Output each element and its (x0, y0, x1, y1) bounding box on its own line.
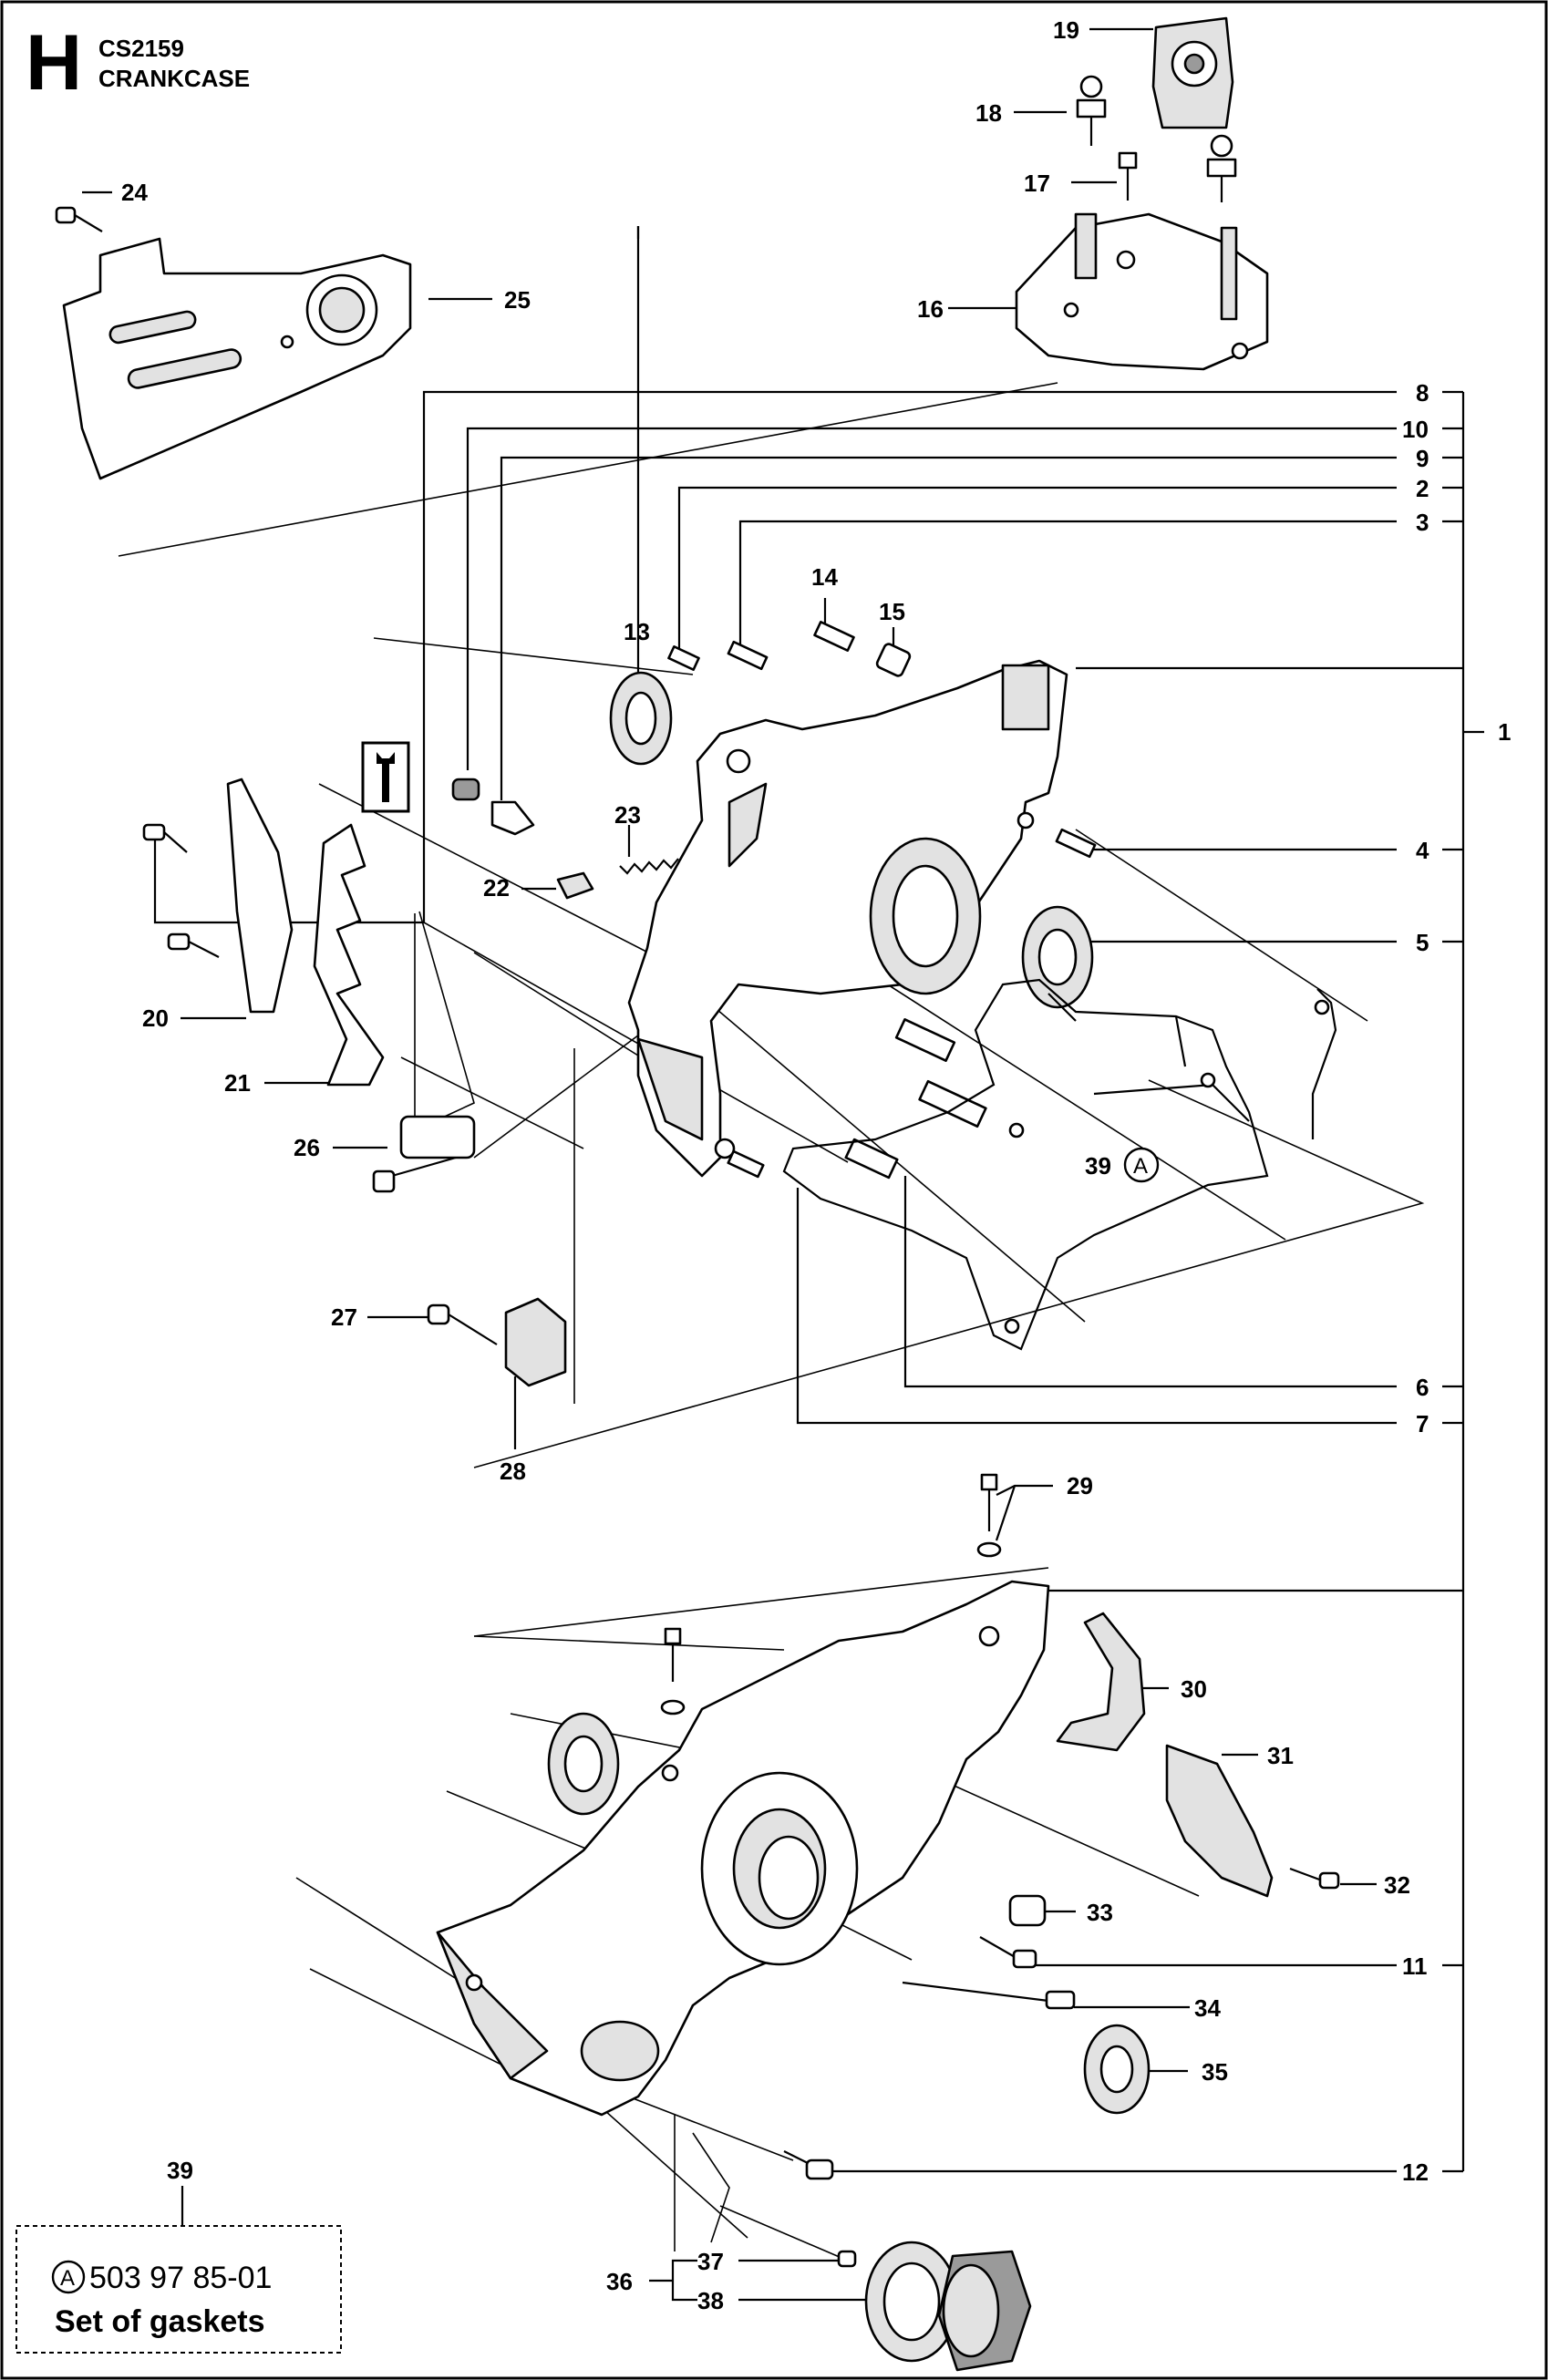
part-6-7-pins (727, 1018, 987, 1180)
callout-16: 16 (917, 295, 944, 323)
callout-10: 10 (1402, 416, 1429, 443)
callout-19: 19 (1053, 16, 1079, 44)
callout-31: 31 (1267, 1742, 1294, 1769)
callout-38: 38 (697, 2287, 724, 2314)
callout-22: 22 (483, 874, 510, 902)
callout-labels: 19 18 17 16 24 25 8 10 9 2 3 14 15 13 1 … (121, 16, 1511, 2314)
callout-29: 29 (1067, 1472, 1093, 1499)
callout-12: 12 (1402, 2158, 1429, 2186)
section-letter: H (26, 19, 82, 107)
callout-15: 15 (879, 598, 905, 625)
callout-23: 23 (614, 801, 641, 829)
part-18-latches (1076, 75, 1237, 202)
marker-a-letter: A (1133, 1154, 1148, 1179)
kit-part-number: 503 97 85-01 (89, 2261, 272, 2295)
part-30-arc (1056, 1612, 1146, 1752)
callout-2: 2 (1416, 475, 1429, 502)
part-2-3-pins (667, 640, 769, 671)
kit-description: Set of gaskets (55, 2304, 265, 2339)
part-26-tensioner (372, 1115, 476, 1193)
wrench-icon (361, 741, 410, 813)
part-11-bolt (979, 1936, 1037, 1969)
callout-24: 24 (121, 179, 148, 206)
kit-marker-circle (51, 2260, 86, 2294)
part-29-screw (660, 1473, 1002, 1715)
callout-34: 34 (1194, 1994, 1221, 2022)
model-number: CS2159 (98, 35, 184, 62)
part-12-bolt (783, 2150, 834, 2180)
part-1-bracket (1442, 390, 1484, 2173)
gasket-kit-box: A 503 97 85-01 Set of gaskets (15, 2225, 342, 2354)
callout-39: 39 (167, 2157, 193, 2184)
part-39-gasket (782, 978, 1337, 1351)
callout-1: 1 (1498, 718, 1511, 746)
callout-25: 25 (504, 286, 531, 314)
callout-33: 33 (1087, 1899, 1113, 1926)
part-20-21-bumper (167, 778, 385, 1087)
callout-21: 21 (224, 1069, 251, 1097)
part-13-seal (609, 671, 673, 766)
part-36-38 (692, 2132, 1032, 2372)
part-32-bolt (1289, 1867, 1340, 1890)
callout-6: 6 (1416, 1374, 1429, 1401)
callout-5: 5 (1416, 929, 1429, 956)
callout-9: 9 (1416, 445, 1429, 472)
part-24-bolt (55, 206, 103, 232)
kit-marker-letter: A (60, 2266, 75, 2291)
marker-a-circle (1123, 1147, 1160, 1183)
callout-7: 7 (1416, 1410, 1429, 1437)
callout-27: 27 (331, 1303, 357, 1331)
part-17-screw (1118, 151, 1138, 201)
part-4-pin (1055, 828, 1097, 859)
part-14-15 (813, 620, 912, 677)
crankcase-half-upper (627, 659, 1068, 1178)
part-22-block (556, 871, 594, 900)
callout-17: 17 (1024, 170, 1050, 197)
callout-3: 3 (1416, 509, 1429, 536)
callout-13: 13 (624, 618, 650, 645)
callout-4: 4 (1416, 837, 1429, 864)
callout-8: 8 (1416, 379, 1429, 407)
part-23-spring (619, 858, 679, 875)
callout-39-diagram: 39 (1085, 1152, 1111, 1180)
callout-14: 14 (811, 563, 838, 591)
callout-20: 20 (142, 1005, 169, 1032)
callout-18: 18 (975, 99, 1002, 127)
callout-37: 37 (697, 2248, 724, 2275)
callout-30: 30 (1181, 1675, 1207, 1703)
part-34-bolt (902, 1981, 1076, 2010)
part-8-bolt (142, 823, 188, 853)
callout-28: 28 (500, 1458, 526, 1485)
part-19-filter (1151, 16, 1234, 129)
callout-36: 36 (606, 2268, 633, 2295)
crankcase-half-lower (436, 1580, 1050, 2117)
callout-35: 35 (1202, 2058, 1228, 2086)
assembly-lines (118, 382, 1425, 2251)
part-33-nut (1008, 1894, 1047, 1927)
part-16-bracket (1015, 212, 1269, 371)
callout-26: 26 (294, 1134, 320, 1161)
part-35-seal (1083, 2024, 1151, 2115)
section-title: CRANKCASE (98, 65, 250, 92)
part-31-guard (1165, 1744, 1274, 1898)
callout-11: 11 (1402, 1952, 1428, 1980)
part-9-10 (451, 778, 535, 836)
part-5-bearing (1021, 905, 1094, 1009)
part-25-cover (62, 237, 412, 480)
callout-32: 32 (1384, 1871, 1410, 1899)
part-27-28 (427, 1297, 567, 1387)
lower-left-bearing (547, 1712, 620, 1816)
